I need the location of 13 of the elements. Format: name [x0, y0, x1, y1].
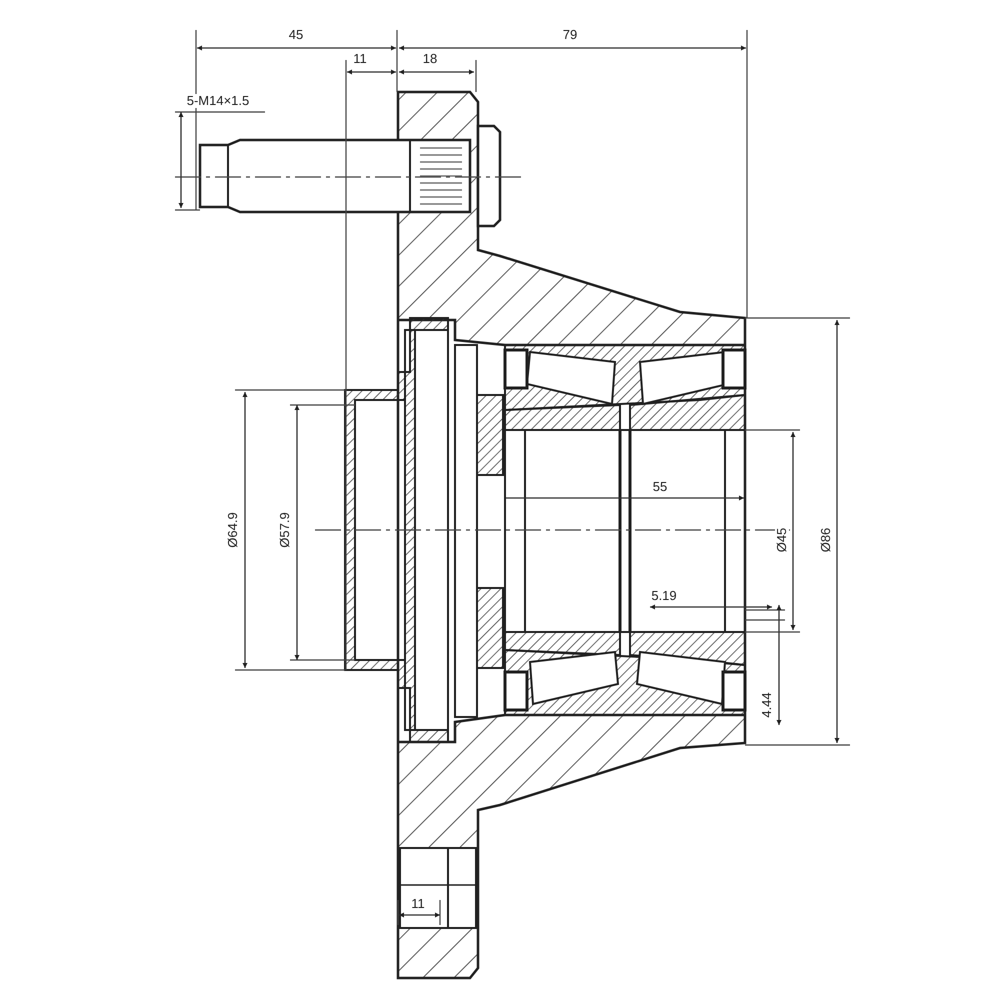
dimension-label: 45 — [288, 28, 304, 42]
dimension-label: 5.19 — [651, 589, 677, 603]
dimension-label: 18 — [422, 52, 438, 66]
dimension-label: Ø64.9 — [226, 512, 240, 548]
dimension-label: Ø57.9 — [278, 512, 292, 548]
dimension-label: 4.44 — [760, 692, 774, 718]
dimension-label: 5-M14×1.5 — [186, 94, 250, 108]
dimension-label: 55 — [652, 480, 668, 494]
dimension-label: 11 — [353, 52, 367, 66]
dimension-label: 11 — [411, 897, 425, 911]
dimension-label: Ø86 — [819, 528, 833, 552]
dimension-label: Ø45 — [775, 528, 789, 552]
dimension-label: 79 — [562, 28, 578, 42]
